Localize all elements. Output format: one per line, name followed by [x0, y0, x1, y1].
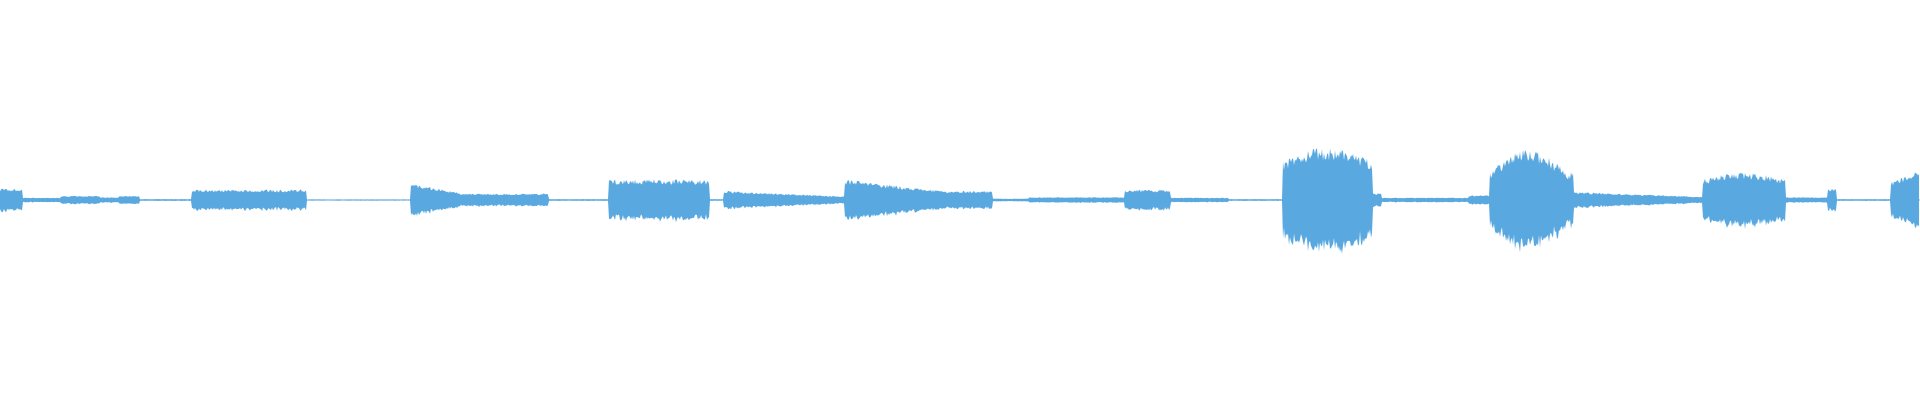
waveform-envelope[interactable]	[0, 148, 1919, 254]
